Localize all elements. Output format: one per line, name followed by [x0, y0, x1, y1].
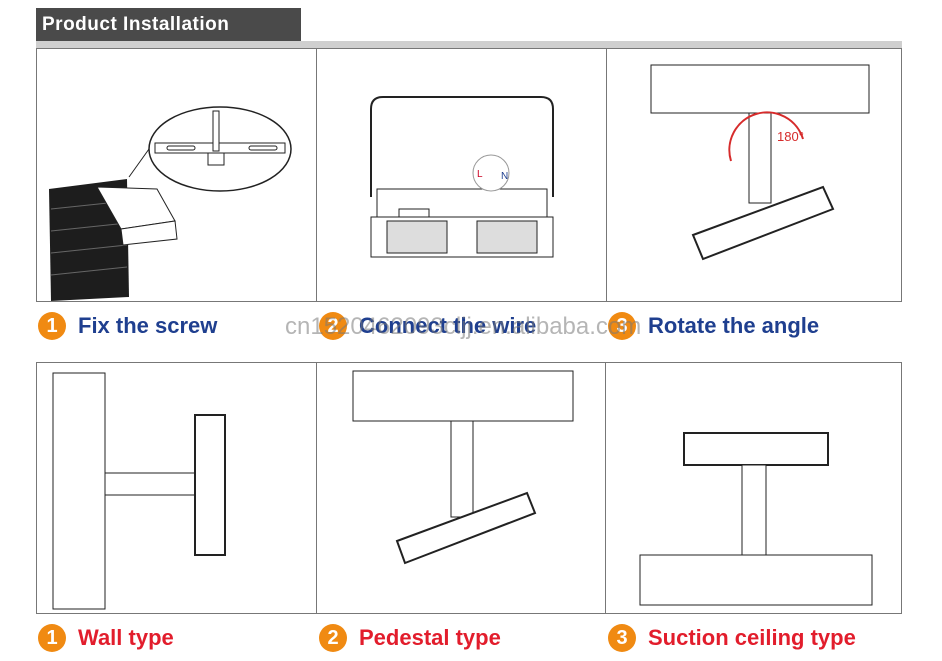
page-title: Product Installation	[42, 14, 230, 35]
step-number-badge: 3	[608, 624, 636, 652]
wall-block	[52, 372, 106, 610]
ceiling-post	[741, 464, 767, 556]
step-wall-type: 1 Wall type	[38, 624, 174, 652]
pedestal-type-illustration	[352, 370, 574, 565]
step-label: Connect the wire	[359, 313, 537, 338]
led-array-left	[386, 220, 448, 254]
base-block	[639, 554, 873, 606]
bracket-slot	[248, 145, 278, 151]
wall-light	[194, 414, 226, 556]
step-label: Wall type	[78, 625, 174, 650]
ceiling-light	[683, 432, 829, 466]
suction-ceiling-illustration	[639, 432, 873, 606]
module-line	[50, 222, 128, 232]
light-body	[49, 179, 129, 301]
step-number-badge: 2	[319, 312, 347, 340]
mount-arm	[120, 220, 178, 246]
connect-wire-illustration: L N	[370, 96, 554, 258]
step-number-badge: 3	[608, 312, 636, 340]
step-pedestal-type: 2 Pedestal type	[319, 624, 501, 652]
step-connect-wire: 2 Connect the wire	[319, 312, 536, 340]
step-label: Pedestal type	[359, 625, 501, 650]
panel-divider	[605, 363, 606, 613]
wire-connector	[398, 208, 430, 218]
bracket-slot	[166, 145, 196, 151]
panel-divider	[316, 363, 317, 613]
screw-shaft	[212, 110, 220, 152]
wire-l-label: L	[477, 169, 483, 180]
fix-screw-illustration	[49, 106, 292, 301]
wire-zoom-circle	[472, 154, 510, 192]
module-line	[50, 266, 128, 276]
bottom-panel-row	[36, 362, 902, 614]
step-number-badge: 1	[38, 312, 66, 340]
header-bar	[36, 8, 301, 41]
step-number-badge: 2	[319, 624, 347, 652]
step-label: Fix the screw	[78, 313, 218, 338]
step-number-badge: 1	[38, 624, 66, 652]
top-panel-row	[36, 48, 902, 302]
wire-n-label: N	[501, 171, 508, 182]
pedestal-light	[395, 491, 537, 565]
pedestal-post	[450, 420, 474, 518]
pedestal-block	[352, 370, 574, 422]
panel-divider	[606, 49, 607, 301]
step-fix-screw: 1 Fix the screw	[38, 312, 217, 340]
step-label: Suction ceiling type	[648, 625, 856, 650]
rotation-arc	[728, 111, 804, 162]
ceiling-block	[650, 64, 870, 114]
wall-type-illustration	[52, 372, 226, 610]
led-array-right	[476, 220, 538, 254]
zoom-line	[128, 148, 150, 178]
panel-divider	[316, 49, 317, 301]
rotation-angle-label: 180°	[777, 129, 804, 144]
rotate-angle-illustration: 180°	[650, 64, 870, 261]
mount-handle	[370, 96, 554, 197]
step-rotate-angle: 3 Rotate the angle	[608, 312, 819, 340]
tilted-light	[691, 185, 835, 261]
module-line	[50, 244, 128, 254]
step-label: Rotate the angle	[648, 313, 820, 338]
watermark: cn1520462093cljj.en.alibaba.com	[285, 313, 642, 340]
screw-head	[207, 152, 225, 166]
step-suction-ceiling-type: 3 Suction ceiling type	[608, 624, 856, 652]
support-post	[748, 112, 772, 204]
header-rule	[36, 41, 902, 48]
